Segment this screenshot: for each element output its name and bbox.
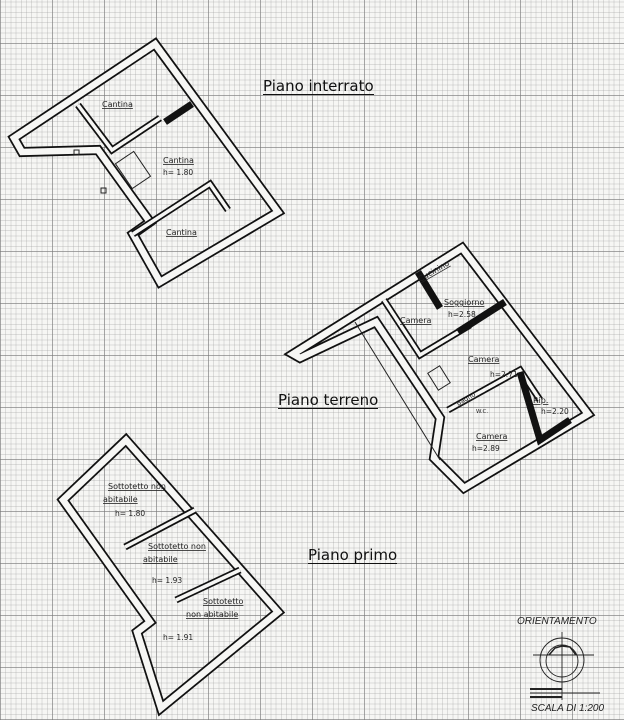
room-label: Cantina <box>163 156 194 165</box>
room-label: Camera <box>468 355 499 364</box>
first-floor-plan: Sottotetto non abitabile h= 1.80 Sottote… <box>56 432 286 717</box>
room-label: W.C. <box>476 409 488 415</box>
room-label: Sottotetto non <box>108 482 166 491</box>
room-label: Bagno <box>455 390 477 407</box>
orientation-label: ORIENTAMENTO <box>517 616 597 627</box>
room-label: Cantina <box>102 100 133 109</box>
room-label: Camera <box>476 432 507 441</box>
title-first-floor: Piano primo <box>308 546 398 564</box>
room-height: h= 1.93 <box>152 576 182 585</box>
room-label: Camera <box>400 316 431 325</box>
ground-floor-plan: Cucinino Soggiorno h=2.58 Camera Camera … <box>283 241 596 495</box>
room-label: Sottotetto <box>203 597 243 606</box>
room-label: Rip. <box>533 396 548 405</box>
room-height: h=2.20 <box>541 407 569 416</box>
room-height: h= 1.80 <box>115 509 145 518</box>
title-ground-floor: Piano terreno <box>278 391 379 409</box>
room-height: h=2.89 <box>472 444 500 453</box>
room-label: Soggiorno <box>444 298 484 307</box>
room-label: non abitabile <box>186 610 238 619</box>
basement-plan: Cantina Cantina h= 1.80 Cantina <box>7 37 286 289</box>
room-label: Sottotetto non <box>148 542 206 551</box>
room-label: abitabile <box>143 555 178 564</box>
room-label: Cantina <box>166 228 197 237</box>
room-height: h= 1.91 <box>163 633 193 642</box>
scale-label: SCALA DI 1:200 <box>531 703 605 714</box>
room-height: h=2.71 <box>490 370 518 379</box>
room-label: abitabile <box>103 495 138 504</box>
room-height: h=2.58 <box>448 310 476 319</box>
title-basement: Piano interrato <box>263 77 374 95</box>
compass-rose-icon <box>530 632 600 700</box>
room-height: h= 1.80 <box>163 168 193 177</box>
